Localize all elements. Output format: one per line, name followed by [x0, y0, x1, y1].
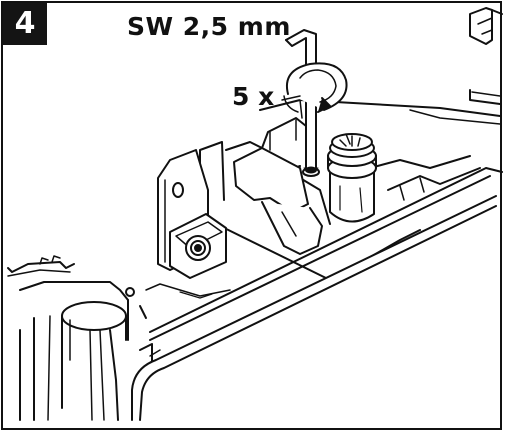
circular-arrow-icon	[281, 62, 348, 113]
threaded-connector	[327, 133, 377, 223]
valve-lever	[233, 117, 323, 255]
step-number-badge: 4	[3, 3, 47, 45]
front-cover	[131, 195, 497, 421]
rotation-count-label: 5 x	[232, 82, 275, 111]
allen-key-icon	[285, 29, 320, 177]
left-post	[19, 301, 127, 421]
left-mechanism	[7, 255, 231, 341]
tool-size-label: SW 2,5 mm	[127, 12, 291, 41]
nut-block	[169, 213, 227, 279]
housing-body	[139, 99, 503, 379]
